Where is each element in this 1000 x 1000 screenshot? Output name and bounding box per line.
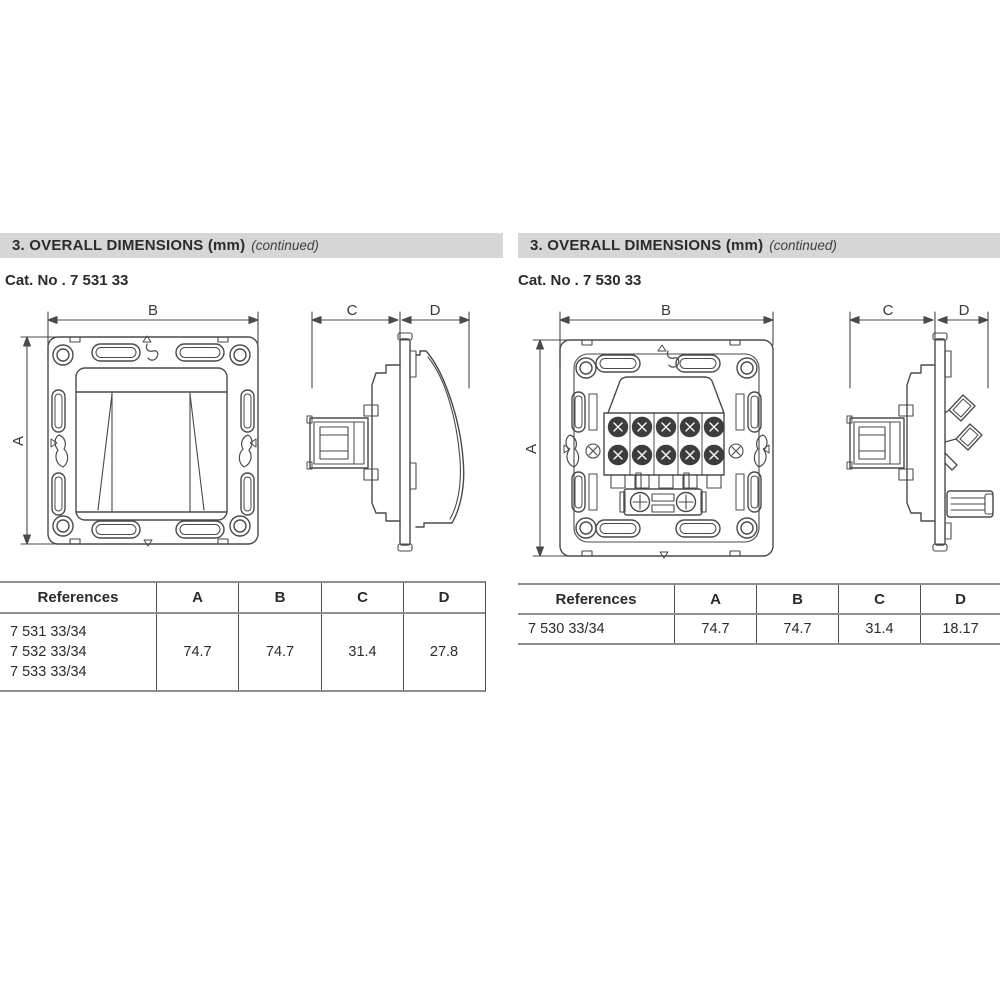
catalog-number-right: Cat. No . 7 530 33 (518, 272, 642, 289)
keyhole-left (565, 434, 580, 468)
dimension-b-lines (47, 311, 259, 361)
col-header-a: A (156, 583, 238, 612)
mounting-claw (846, 415, 905, 470)
value-a: 74.7 (156, 614, 238, 690)
dim-label-c: C (883, 302, 894, 319)
mechanism-housing (607, 376, 725, 414)
value-b: 74.7 (756, 615, 838, 643)
value-b: 74.7 (238, 614, 321, 690)
flange-profile (397, 332, 417, 552)
reference-item: 7 532 33/34 (10, 643, 87, 660)
bottom-plug (946, 490, 994, 518)
dim-label-d: D (430, 302, 441, 319)
clip-hook (666, 350, 680, 368)
keyhole-left (54, 434, 69, 468)
front-view-drawing-right: B A (518, 293, 800, 576)
dimension-a-lines (20, 336, 61, 545)
dim-label-b: B (661, 302, 671, 319)
dimension-cd-lines (311, 311, 470, 389)
reference-item: 7 531 33/34 (10, 623, 87, 640)
col-header-b: B (238, 583, 321, 612)
section-header-right: 3. OVERALL DIMENSIONS (mm) (continued) (518, 233, 1000, 258)
mechanism-body-profile (371, 364, 401, 522)
keyhole-right (753, 434, 768, 468)
dim-label-a: A (523, 444, 540, 454)
section-title: 3. OVERALL DIMENSIONS (mm) (530, 237, 764, 254)
mounting-plate-outline (559, 339, 774, 557)
value-d: 18.17 (920, 615, 1000, 643)
reference-item: 7 533 33/34 (10, 664, 87, 681)
side-screws (585, 443, 744, 459)
col-header-a: A (674, 585, 756, 613)
dimension-b-lines (559, 311, 774, 364)
value-d: 27.8 (403, 614, 484, 690)
dimension-table-right: References A B C D 7 530 33/34 74.7 74.7… (518, 583, 1000, 645)
references-cell: 7 531 33/34 7 532 33/34 7 533 33/34 (0, 614, 156, 690)
dimension-table-left: References A B C D 7 531 33/34 7 532 33/… (0, 581, 486, 692)
references-cell: 7 530 33/34 (518, 615, 674, 643)
reference-item: 7 530 33/34 (528, 620, 605, 637)
register-marks (563, 344, 770, 559)
col-header-d: D (403, 583, 484, 612)
cable-clamp (619, 472, 707, 516)
angled-terminals (944, 394, 983, 471)
clip-hook (145, 343, 159, 361)
dim-label-b: B (148, 302, 158, 319)
value-a: 74.7 (674, 615, 756, 643)
mechanism-body-profile (906, 364, 936, 522)
front-view-drawing-left: B A (10, 293, 288, 576)
fixing-slots (51, 343, 255, 539)
side-view-drawing-left: C D (288, 293, 493, 576)
keyhole-right (238, 434, 253, 468)
col-header-d: D (920, 585, 1000, 613)
col-header-b: B (756, 585, 838, 613)
mounting-claw (306, 415, 369, 470)
catalog-number-left: Cat. No . 7 531 33 (5, 272, 129, 289)
corner-screw-holes (575, 357, 758, 539)
corner-screw-holes (52, 344, 251, 537)
flange-profile (932, 332, 952, 552)
dim-label-a: A (10, 436, 27, 446)
value-c: 31.4 (321, 614, 403, 690)
col-header-c: C (838, 585, 920, 613)
register-marks (50, 335, 257, 547)
section-continued: (continued) (251, 238, 319, 253)
table-row: 7 531 33/34 7 532 33/34 7 533 33/34 74.7… (0, 614, 485, 690)
fixing-slots (571, 354, 762, 538)
section-title: 3. OVERALL DIMENSIONS (mm) (12, 237, 246, 254)
rocker-switch (75, 367, 228, 521)
section-continued: (continued) (769, 238, 837, 253)
col-header-references: References (37, 589, 119, 606)
dim-label-d: D (959, 302, 970, 319)
col-header-references: References (555, 590, 637, 608)
dimension-cd-lines (849, 311, 989, 389)
terminal-block (603, 412, 725, 489)
dimension-a-lines (532, 339, 573, 557)
rocker-profile (415, 350, 465, 528)
value-c: 31.4 (838, 615, 920, 643)
table-row: 7 530 33/34 74.7 74.7 31.4 18.17 (518, 615, 1000, 643)
col-header-c: C (321, 583, 403, 612)
dim-label-c: C (347, 302, 358, 319)
mounting-plate-outline (47, 336, 259, 545)
section-header-left: 3. OVERALL DIMENSIONS (mm) (continued) (0, 233, 503, 258)
side-view-drawing-right: C D (828, 293, 1000, 576)
